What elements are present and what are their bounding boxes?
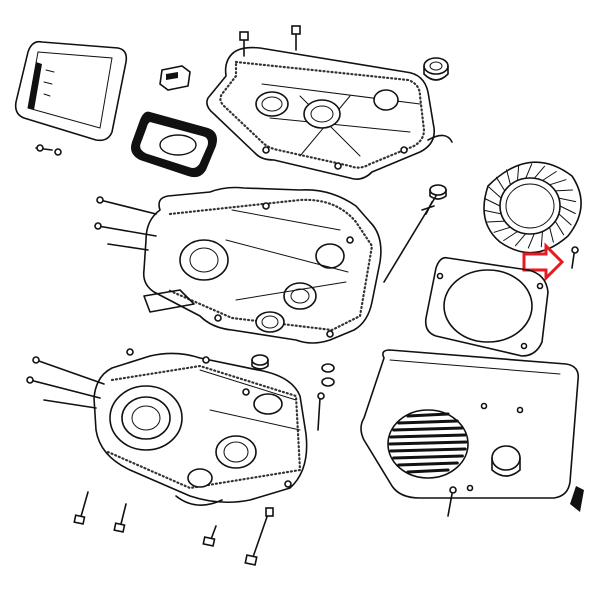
grille-slat xyxy=(392,426,464,432)
grille-slat xyxy=(392,454,464,460)
fan-blade xyxy=(495,176,506,192)
fan-blade xyxy=(525,163,533,179)
grille-slat xyxy=(406,412,450,418)
fan-blade xyxy=(517,164,520,181)
small-block-part xyxy=(159,65,191,91)
rounded-cover-plate xyxy=(131,111,217,178)
middle-crankcase-half xyxy=(94,186,382,344)
top-crankcase-cover xyxy=(206,46,453,180)
fan-blade xyxy=(542,171,557,181)
small-screw xyxy=(35,144,62,156)
bushing xyxy=(423,57,449,81)
fan-blade xyxy=(559,205,576,214)
grille-slat xyxy=(389,447,467,453)
fan-screw xyxy=(571,246,579,269)
grille-slat xyxy=(397,419,459,425)
fan-blade xyxy=(558,197,577,203)
fan-blade xyxy=(503,231,518,241)
nuts-stack xyxy=(317,363,335,431)
fan-shroud-plate xyxy=(424,256,549,357)
fan-blade xyxy=(527,233,535,249)
grille-slat xyxy=(397,461,459,467)
top-bolts xyxy=(239,25,301,57)
fan-blade xyxy=(483,209,502,215)
fan-blade xyxy=(554,220,565,236)
fan-blade xyxy=(533,165,546,179)
fan-blade xyxy=(487,220,506,223)
grille-slat xyxy=(406,468,450,474)
center-nut xyxy=(251,354,269,370)
fan-blade xyxy=(549,179,567,186)
filter-cover-plate xyxy=(14,40,128,142)
fan-blade xyxy=(540,231,543,248)
fan-blade xyxy=(506,169,511,186)
fan-blade xyxy=(484,198,501,207)
fan-blade xyxy=(549,226,554,243)
cooling-fan xyxy=(483,161,582,254)
fan-blade xyxy=(493,226,511,233)
fan-blade xyxy=(558,213,572,226)
lower-crankcase xyxy=(26,348,308,506)
side-cover-screw xyxy=(447,486,457,517)
fan-blade xyxy=(514,233,527,247)
grille-slat xyxy=(389,433,467,439)
grille-slat xyxy=(388,440,468,446)
side-cover xyxy=(360,349,584,512)
dipstick xyxy=(383,184,447,283)
fan-blade xyxy=(488,186,502,199)
fan-blade xyxy=(554,189,573,192)
bottom-bolts xyxy=(73,491,274,566)
